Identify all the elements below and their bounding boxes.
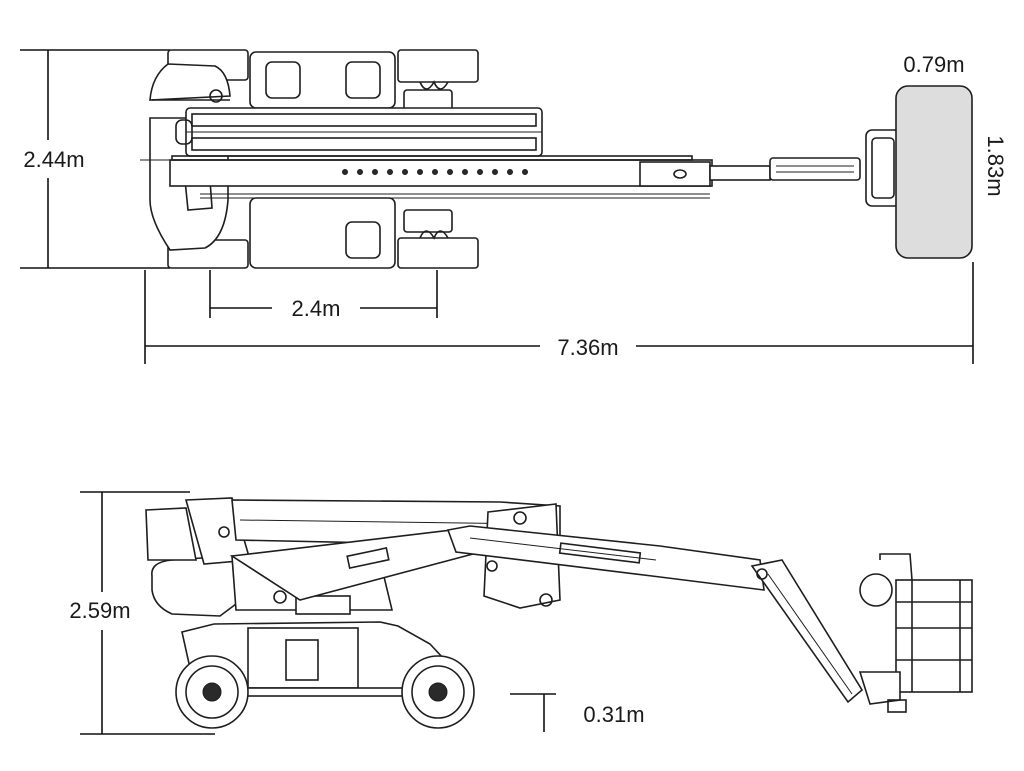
wheelbase-label: 2.4m bbox=[292, 296, 341, 321]
height-label: 2.59m bbox=[69, 598, 130, 623]
ground-clearance-dimension: 0.31m bbox=[510, 693, 645, 732]
side-view: 2.59m bbox=[69, 491, 973, 735]
top-counterweight bbox=[149, 63, 231, 251]
platform-basket-top bbox=[895, 85, 973, 259]
side-boom bbox=[229, 499, 864, 704]
top-boom bbox=[140, 107, 861, 199]
ground-clearance-label: 0.31m bbox=[583, 702, 644, 727]
overall-length-dimension: 7.36m bbox=[144, 262, 974, 364]
overall-length-label: 7.36m bbox=[557, 335, 618, 360]
width-label: 2.44m bbox=[23, 147, 84, 172]
wheelbase-dimension: 2.4m bbox=[209, 270, 438, 321]
platform-depth-label: 0.79m bbox=[903, 52, 964, 77]
top-view: 2.44m bbox=[20, 49, 1008, 364]
top-chassis bbox=[249, 51, 453, 269]
side-platform bbox=[858, 553, 973, 713]
platform-width-label: 1.83m bbox=[983, 135, 1008, 196]
top-platform bbox=[865, 85, 973, 259]
side-chassis bbox=[175, 621, 475, 729]
width-dimension: 2.44m bbox=[20, 49, 170, 269]
height-dimension: 2.59m bbox=[69, 491, 215, 735]
